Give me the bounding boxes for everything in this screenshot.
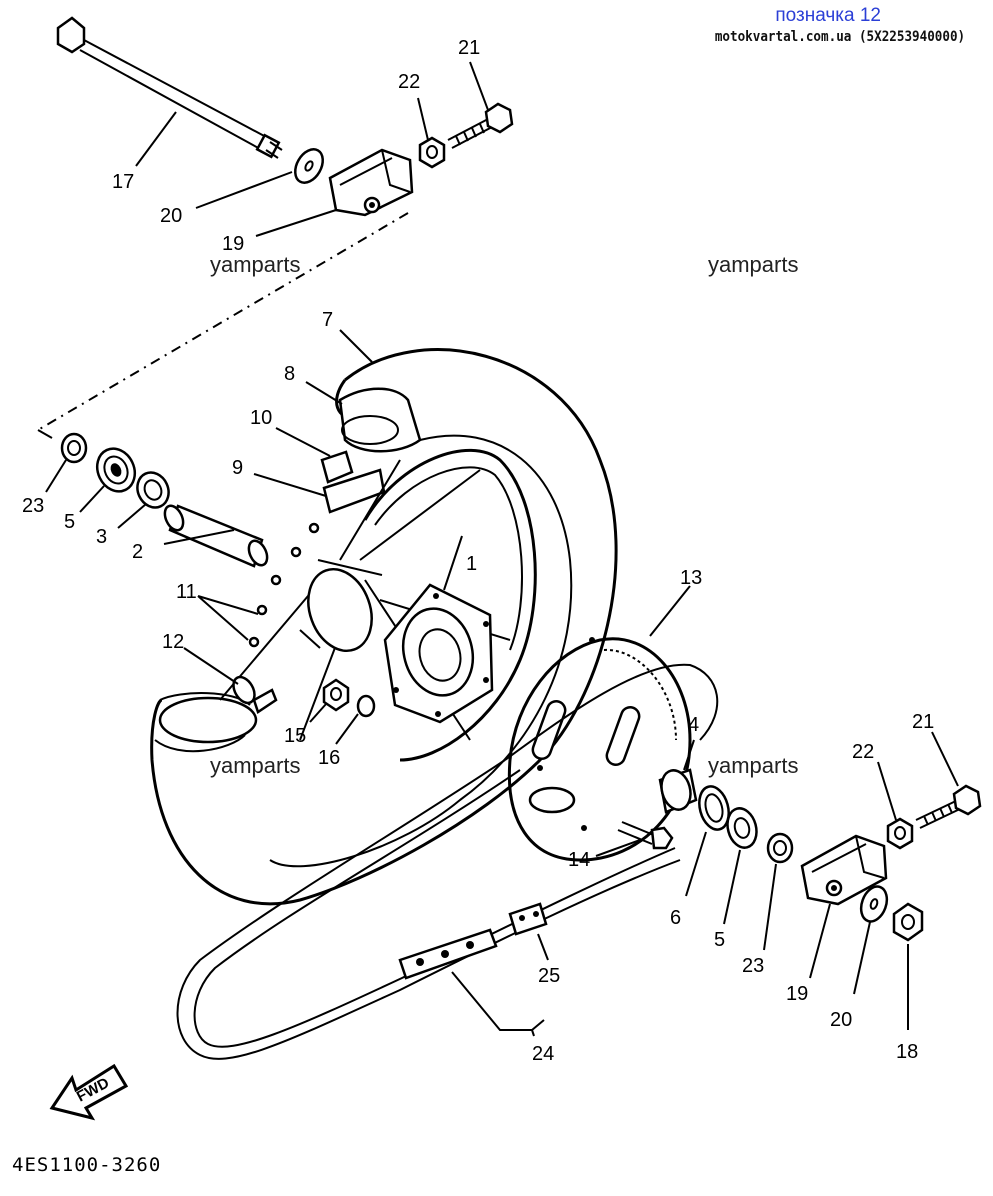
callout-23-right: 23 — [742, 955, 764, 977]
collar-23-right — [766, 832, 794, 864]
valve-stem-12 — [232, 675, 278, 714]
washer-16 — [356, 694, 376, 718]
bolt-21-right — [915, 784, 982, 829]
callout-7: 7 — [322, 309, 333, 331]
washer-20-right — [859, 885, 889, 923]
bearing-5-left — [95, 447, 137, 493]
callout-25: 25 — [538, 965, 560, 987]
nut-22-top — [418, 136, 446, 169]
rim-band-8 — [338, 387, 422, 453]
callout-19-top: 19 — [222, 233, 244, 255]
screws-11 — [248, 522, 320, 648]
callout-labels: 1 2 3 4 5 5 6 7 8 9 10 11 12 13 14 15 16… — [22, 37, 934, 1065]
callout-23-left: 23 — [22, 495, 44, 517]
nut-22-right — [886, 817, 914, 850]
callout-20-right: 20 — [830, 1009, 852, 1031]
callout-1: 1 — [466, 553, 477, 575]
callout-17: 17 — [112, 171, 134, 193]
callout-22-right: 22 — [852, 741, 874, 763]
callout-3: 3 — [96, 526, 107, 548]
collar-23-left — [60, 432, 88, 464]
callout-20-top: 20 — [160, 205, 182, 227]
callout-19-right: 19 — [786, 983, 808, 1005]
watermark: yamparts — [708, 252, 799, 277]
spacer-2 — [163, 504, 269, 568]
nut-15 — [322, 678, 350, 712]
axle-nut-18 — [892, 902, 924, 942]
valve-10 — [320, 450, 354, 484]
wheel-hub-1 — [219, 448, 537, 762]
chain-puller-19-top — [328, 148, 414, 217]
callout-12: 12 — [162, 631, 184, 653]
callout-6: 6 — [670, 907, 681, 929]
callout-4: 4 — [688, 714, 699, 736]
collar-4 — [658, 768, 698, 814]
callout-9: 9 — [232, 457, 243, 479]
callout-10: 10 — [250, 407, 272, 429]
callout-22-top: 22 — [398, 71, 420, 93]
washer-20-top — [294, 148, 324, 184]
callout-5-left: 5 — [64, 511, 75, 533]
chain-puller-19-right — [800, 834, 888, 906]
callout-11: 11 — [176, 581, 197, 603]
forward-arrow: FWD — [49, 1063, 129, 1121]
chain-joint-25 — [508, 902, 548, 936]
rear-sprocket-13 — [507, 637, 692, 862]
watermark: yamparts — [708, 753, 799, 778]
bolt-14 — [617, 821, 674, 850]
callout-14: 14 — [568, 849, 590, 871]
callout-18: 18 — [896, 1041, 918, 1063]
watermark: yamparts — [210, 753, 301, 778]
callout-21-top: 21 — [458, 37, 480, 59]
leader-lines — [45, 61, 959, 1037]
callout-24: 24 — [532, 1043, 554, 1065]
callout-5-right: 5 — [714, 929, 725, 951]
diagram-code: 4ES1100-3260 — [12, 1154, 162, 1176]
callout-13: 13 — [680, 567, 702, 589]
callout-16: 16 — [318, 747, 340, 769]
callout-21-right: 21 — [912, 711, 934, 733]
rear-axle — [56, 16, 283, 159]
watermark: yamparts — [210, 252, 301, 277]
bearing-3 — [136, 471, 170, 509]
bearing-5-right — [726, 807, 758, 849]
callout-8: 8 — [284, 363, 295, 385]
callout-15: 15 — [284, 725, 306, 747]
bolt-21-top — [447, 102, 514, 149]
callout-2: 2 — [132, 541, 143, 563]
header-site: motokvartal.com.ua (5X2253940000) — [714, 29, 965, 45]
header-title: позначка 12 — [775, 5, 881, 26]
